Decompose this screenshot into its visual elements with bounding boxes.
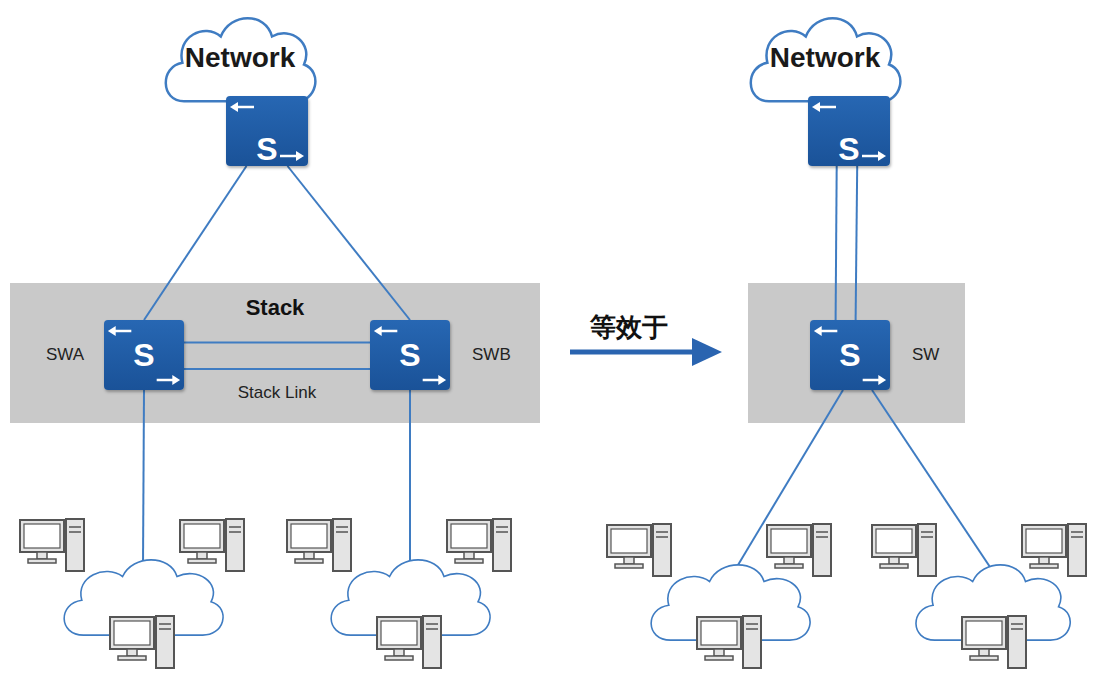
network-cloud: NetworkS — [160, 5, 320, 110]
link-line — [144, 166, 247, 320]
switch-glyph: S — [838, 131, 859, 168]
computer-icon — [767, 524, 831, 576]
computer-icon — [872, 524, 936, 576]
computer-icon — [20, 519, 84, 571]
computer-icon — [447, 519, 511, 571]
switch-icon: S — [808, 96, 890, 166]
switch-icon: SSWB — [370, 320, 450, 390]
computer-icon — [697, 616, 761, 668]
cloud-title: Network — [770, 43, 880, 73]
switch-glyph: S — [104, 337, 184, 374]
switch-glyph: S — [810, 337, 890, 374]
link-line — [184, 368, 370, 370]
network-cloud: NetworkS — [745, 5, 905, 110]
equivalence-label: 等效于 — [590, 310, 668, 345]
switch-name: SWB — [472, 345, 511, 365]
switch-name: SW — [912, 345, 939, 365]
switch-name: SWA — [46, 345, 84, 365]
link-label: Stack Link — [238, 383, 316, 403]
switch-glyph: S — [370, 337, 450, 374]
computer-icon — [110, 616, 174, 668]
link-line — [836, 166, 837, 320]
access-link — [409, 390, 411, 565]
link-line — [856, 166, 858, 320]
equivalence-arrow-head — [692, 338, 722, 366]
link-line — [288, 166, 411, 320]
computer-icon — [962, 616, 1026, 668]
switch-icon: S — [226, 96, 308, 166]
computer-icon — [287, 519, 351, 571]
link-line — [184, 341, 370, 343]
switch-icon: SSW — [810, 320, 890, 390]
access-link — [143, 390, 144, 565]
switch-glyph: S — [256, 131, 277, 168]
equivalence-arrow — [570, 350, 695, 355]
cloud-title: Network — [185, 43, 295, 73]
computer-icon — [607, 524, 671, 576]
computer-icon — [377, 616, 441, 668]
computer-icon — [1022, 524, 1086, 576]
stack-band-ground — [10, 283, 540, 423]
computer-icon — [180, 519, 244, 571]
band-title: Stack — [10, 295, 540, 321]
switch-icon: SSWA — [104, 320, 184, 390]
